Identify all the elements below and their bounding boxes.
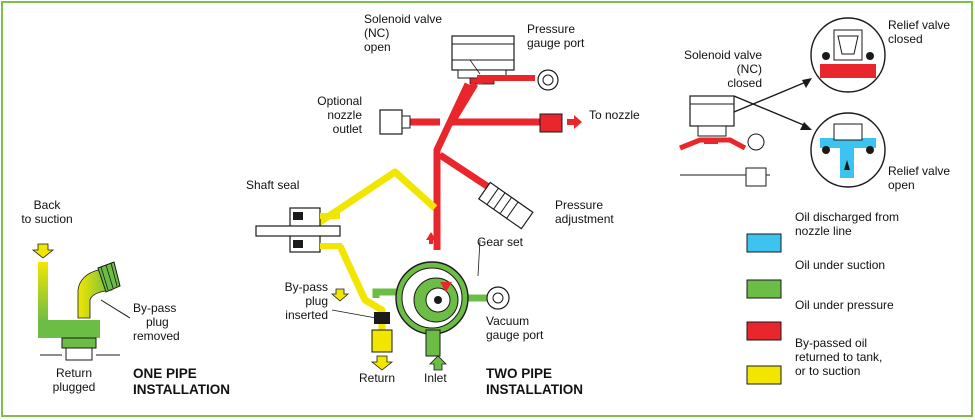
legend-nozzle-line-2: nozzle line — [795, 224, 852, 238]
legend-pressure-line-1: Oil under pressure — [795, 298, 894, 312]
legend-bypassed-line-3: or to suction — [795, 364, 861, 378]
legend-bypassed-line-1: By-passed oil — [795, 336, 868, 350]
one-pipe-title-line-2: INSTALLATION — [133, 382, 230, 397]
one-pipe-title-line-1: ONE PIPE — [133, 366, 197, 381]
arrow-to-open — [733, 95, 807, 127]
vacuum-gauge-port — [486, 286, 510, 310]
two-pipe-title: TWO PIPE INSTALLATION — [486, 366, 583, 398]
relief-valve-assembly — [679, 17, 886, 188]
legend-swatch-bypassed — [746, 365, 782, 385]
legend-swatch-suction — [746, 279, 782, 299]
to-nozzle-label: To nozzle — [589, 108, 640, 122]
two-pipe-title-line-2: INSTALLATION — [486, 382, 583, 397]
solenoid-valve-top — [451, 35, 515, 71]
pressure-line-nozzle — [448, 82, 545, 126]
pressure-arrow — [426, 232, 436, 244]
solenoid-closed-line-1: Solenoid valve — [683, 48, 762, 62]
bypass-removed-line-2: plug — [146, 315, 169, 329]
relief-closed-line-2: closed — [888, 32, 923, 46]
legend-swatch-nozzle — [746, 233, 782, 253]
pressure-gauge-line-2: gauge port — [527, 36, 585, 50]
pressure-line-adjust — [438, 152, 492, 191]
vacuum-gauge-line-1: Vacuum — [486, 314, 530, 328]
one-pipe-assembly — [31, 243, 131, 361]
optional-nozzle-outlet — [379, 109, 403, 135]
legend-label-nozzle: Oil discharged from nozzle line — [795, 210, 899, 238]
bypass-arrow — [330, 288, 350, 302]
optional-outlet-line-2: nozzle — [327, 108, 362, 122]
solenoid-closed-label: Solenoid valve (NC) closed — [662, 48, 762, 90]
solenoid-open-line-2: (NC) — [364, 26, 390, 40]
relief-closed-label: Relief valve closed — [888, 18, 950, 46]
bypass-plug-removed-label: By-pass plug removed — [133, 301, 180, 343]
pressure-gauge-port-label: Pressure gauge port — [527, 22, 584, 50]
optional-outlet-line-3: outlet — [332, 122, 362, 136]
return-plug — [61, 337, 97, 349]
relief-open-label: Relief valve open — [888, 164, 950, 192]
solenoid-open-line-1: Solenoid valve — [364, 12, 443, 26]
return-arrow — [370, 355, 394, 371]
back-to-suction-line-2: to suction — [21, 212, 73, 226]
suction-pipe — [38, 262, 48, 322]
bypass-fitting — [97, 261, 121, 293]
pressure-line-gauge — [477, 75, 535, 84]
pressure-adjustment-label: Pressure adjustment — [555, 198, 614, 226]
nozzle-fitting — [539, 113, 563, 133]
solenoid-open-label: Solenoid valve (NC) open — [364, 12, 442, 54]
legend-label-pressure: Oil under pressure — [795, 298, 894, 312]
pressure-adjust-line-1: Pressure — [555, 198, 604, 212]
solenoid-closed-line-3: closed — [727, 76, 762, 90]
legend-swatch-pressure — [746, 321, 782, 341]
relief-open-line-2: open — [888, 178, 915, 192]
one-pipe-title: ONE PIPE INSTALLATION — [133, 366, 230, 398]
return-plugged-label: Return plugged — [38, 366, 110, 394]
back-to-suction-line-1: Back — [33, 198, 61, 212]
legend-suction-line-1: Oil under suction — [795, 258, 886, 272]
return-port — [371, 329, 393, 353]
bypass-inserted-line-2: plug — [305, 294, 328, 308]
inlet-arrow — [429, 355, 447, 371]
gear-set-label: Gear set — [477, 235, 524, 249]
pressure-gauge-line-1: Pressure — [527, 22, 576, 36]
to-nozzle-arrow — [567, 115, 582, 129]
relief-open-line-1: Relief valve — [888, 164, 951, 178]
solenoid-open-line-3: open — [364, 40, 391, 54]
relief-closed-line-1: Relief valve — [888, 18, 951, 32]
pressure-adjustment-screw — [477, 181, 534, 230]
pressure-adjust-line-2: adjustment — [555, 212, 614, 226]
legend-nozzle-line-1: Oil discharged from — [795, 210, 900, 224]
shaft-seal-label: Shaft seal — [246, 178, 300, 192]
bypass-plug-inserted — [374, 312, 390, 324]
return-plugged-line-2: plugged — [52, 380, 96, 394]
suction-line — [372, 288, 400, 298]
legend-label-bypassed: By-passed oil returned to tank, or to su… — [795, 336, 882, 378]
arrow-to-closed — [733, 81, 807, 113]
solenoid-valve-closed — [689, 95, 735, 127]
bypass-inserted-line-1: By-pass — [284, 280, 328, 294]
one-pipe-body — [38, 320, 100, 338]
bypass-plug-inserted-label: By-pass plug inserted — [262, 280, 328, 322]
bypass-removed-line-3: removed — [133, 329, 180, 343]
back-to-suction-label: Back to suction — [12, 198, 82, 226]
pressure-gauge-port — [537, 69, 559, 91]
back-to-suction-arrow — [31, 243, 55, 259]
legend-label-suction: Oil under suction — [795, 258, 885, 272]
inlet-label: Inlet — [424, 371, 447, 385]
vacuum-gauge-port-label: Vacuum gauge port — [486, 314, 543, 342]
return-label: Return — [359, 371, 396, 385]
optional-nozzle-outlet-label: Optional nozzle outlet — [290, 94, 362, 136]
legend-bypassed-line-2: returned to tank, — [795, 350, 883, 364]
optional-outlet-line-1: Optional — [317, 94, 362, 108]
bypass-inserted-line-3: inserted — [285, 308, 328, 322]
two-pipe-title-line-1: TWO PIPE — [486, 366, 553, 381]
vacuum-gauge-line-2: gauge port — [486, 328, 544, 342]
bypass-removed-line-1: By-pass — [133, 301, 177, 315]
solenoid-closed-line-2: (NC) — [736, 62, 762, 76]
return-plugged-line-1: Return — [55, 366, 93, 380]
two-pipe-assembly — [255, 35, 582, 371]
